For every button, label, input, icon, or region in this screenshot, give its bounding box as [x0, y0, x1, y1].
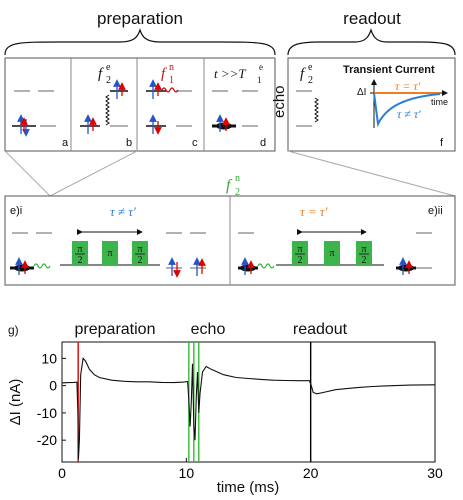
y-tick-label: 0: [49, 378, 57, 394]
y-tick-label: -20: [37, 432, 57, 448]
rf-drive-icon: [257, 263, 275, 269]
preparation-brace: [4, 28, 276, 56]
panel-c-header: f 1 n: [161, 62, 174, 86]
readout-f2e-header: f 2 e: [300, 62, 313, 86]
pulse-pi-half: [72, 241, 88, 265]
phase-label-preparation: preparation: [75, 321, 156, 338]
graph-panel-label: g): [8, 323, 19, 337]
f2n-header: f 2 n: [226, 173, 240, 198]
e-ii-tau-label: τ = τ′: [300, 204, 328, 219]
panel-c-label: c: [192, 137, 198, 149]
e-ii-label: e)ii: [428, 205, 443, 217]
inset-tau-equal-label: τ = τ′: [395, 79, 421, 93]
plot-frame: [61, 341, 436, 463]
svg-text:f: f: [226, 177, 233, 194]
e-i-tau-label: τ ≠ τ′: [110, 204, 136, 219]
pulse-pi: [324, 241, 340, 265]
pulse-pi-half: [356, 241, 372, 265]
e-i-label: e)i: [10, 205, 22, 217]
svg-text:π: π: [329, 248, 334, 259]
svg-text:t >>T: t >>T: [214, 66, 246, 81]
panel-d-header: t >>T 1 e: [214, 62, 263, 85]
e-ii-diagram: π 2 π π 2: [238, 229, 432, 275]
svg-text:π: π: [361, 244, 366, 255]
microwave-drive-icon: [105, 94, 110, 126]
svg-text:2: 2: [308, 75, 313, 86]
readout-box: [287, 57, 456, 152]
svg-text:2: 2: [138, 255, 143, 266]
x-tick-label: 20: [303, 465, 319, 481]
svg-text:1: 1: [169, 75, 174, 86]
svg-text:e: e: [106, 62, 111, 73]
tau-unequal-curve: [373, 92, 441, 128]
svg-text:n: n: [235, 173, 240, 184]
svg-text:f: f: [300, 66, 306, 82]
connector-mid: [49, 150, 138, 197]
inset-time-label: time: [431, 97, 448, 107]
readout-title: readout: [343, 9, 401, 28]
x-tick-label: 10: [179, 465, 195, 481]
svg-text:f: f: [98, 66, 104, 82]
preparation-title: preparation: [97, 9, 183, 28]
panel-c: c: [146, 79, 198, 149]
svg-text:2: 2: [235, 187, 240, 198]
panel-a-label: a: [62, 137, 69, 149]
svg-text:f: f: [161, 66, 167, 82]
microwave-drive-icon: [314, 97, 319, 123]
current-trace-chart: 0 10 20 30 10 0 -10 -20: [37, 341, 443, 481]
svg-text:2: 2: [362, 255, 367, 266]
inset-delta-i-label: ΔI: [357, 87, 366, 98]
svg-text:e: e: [308, 62, 313, 73]
panel-b-header: f 2 e: [98, 62, 111, 86]
readout-brace: [287, 28, 456, 56]
connector-left: [4, 150, 51, 197]
y-tick-label: 10: [41, 350, 57, 366]
y-tick-label: -10: [37, 405, 57, 421]
svg-text:2: 2: [78, 255, 83, 266]
pulse-pi-half: [132, 241, 148, 265]
panel-b-label: b: [126, 137, 132, 149]
echo-vertical-label: echo: [271, 85, 288, 118]
svg-text:2: 2: [106, 75, 111, 86]
panel-d: d: [212, 90, 266, 149]
panel-b: b: [80, 79, 132, 149]
svg-text:2: 2: [298, 255, 303, 266]
panel-f-label: f: [440, 137, 444, 149]
y-axis-label: ΔI (nA): [7, 379, 24, 426]
inset-tau-unequal-label: τ ≠ τ′: [397, 107, 421, 121]
panel-d-label: d: [260, 137, 266, 149]
phase-label-readout: readout: [293, 321, 348, 338]
svg-text:n: n: [169, 62, 174, 73]
x-tick-label: 30: [427, 465, 443, 481]
pulse-pi: [102, 241, 118, 265]
svg-text:π: π: [107, 248, 112, 259]
pulse-pi-half: [292, 241, 308, 265]
svg-text:π: π: [137, 244, 142, 255]
phase-label-echo: echo: [191, 321, 226, 338]
readout-levels: [296, 90, 319, 127]
svg-text:e: e: [259, 62, 263, 72]
rf-drive-icon: [33, 263, 51, 269]
x-tick-label: 0: [58, 465, 66, 481]
x-axis-label: time (ms): [217, 479, 280, 496]
connector-right: [287, 150, 456, 197]
svg-text:π: π: [297, 244, 302, 255]
preparation-box: [4, 57, 276, 152]
transient-inset: ΔI time τ = τ′ τ ≠ τ′: [357, 79, 448, 128]
rf-drive-icon: [161, 87, 179, 93]
e-i-diagram: π 2 π π 2: [10, 229, 206, 278]
transient-current-title: Transient Current: [343, 64, 435, 76]
panel-a: a: [12, 90, 69, 149]
svg-text:1: 1: [257, 75, 262, 85]
current-trace-line: [61, 357, 436, 460]
svg-text:π: π: [77, 244, 82, 255]
